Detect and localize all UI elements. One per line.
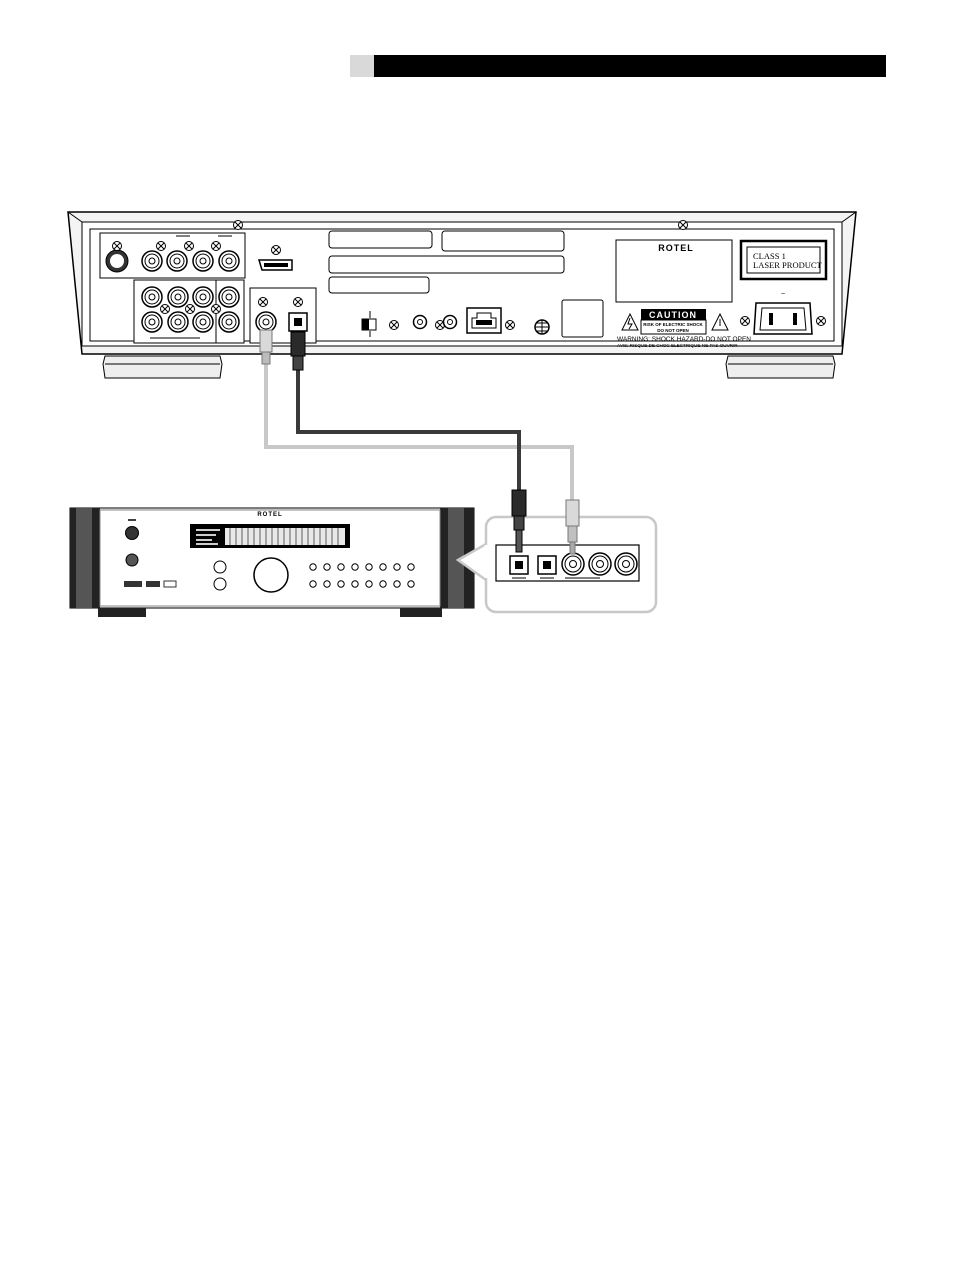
- coaxial-cable: [260, 330, 572, 500]
- warning-english: WARNING: SHOCK HAZARD-DO NOT OPEN: [617, 336, 751, 343]
- laser-label-line-2: LASER PRODUCT: [753, 260, 823, 270]
- screw-icon: [234, 221, 243, 230]
- player-rear-panel: ROTEL CAUTION RISK OF ELECTRIC SHOCK DO …: [68, 212, 856, 378]
- screw-icon: [679, 221, 688, 230]
- input-jacks-callout: [458, 490, 656, 612]
- optical-digital-out: [289, 313, 307, 331]
- ethernet-port: [467, 308, 501, 333]
- power-inlet: [754, 303, 812, 334]
- caution-line-1: RISK OF ELECTRIC SHOCK: [643, 322, 703, 327]
- optical-input-1: [510, 556, 528, 574]
- brand-logo: ROTEL: [658, 243, 694, 253]
- caution-line-2: DO NOT OPEN: [657, 328, 689, 333]
- coaxial-digital-out: [256, 312, 276, 332]
- optical-input-2: [538, 556, 556, 574]
- volume-knob: [254, 558, 288, 592]
- amplifier-brand-logo: ROTEL: [257, 512, 282, 518]
- s-video-jack: [106, 250, 128, 272]
- warning-french: AVIS: RISQUE DE CHOC ELECTRIQUE-NE PAS O…: [617, 343, 738, 348]
- optical-cable: [291, 332, 519, 490]
- power-mark: ~: [781, 291, 785, 298]
- coaxial-input: [562, 553, 584, 575]
- power-button: [126, 527, 139, 540]
- ground-icon: [535, 320, 549, 334]
- caution-title: CAUTION: [649, 310, 697, 320]
- amplifier-front-panel: ROTEL: [70, 508, 474, 617]
